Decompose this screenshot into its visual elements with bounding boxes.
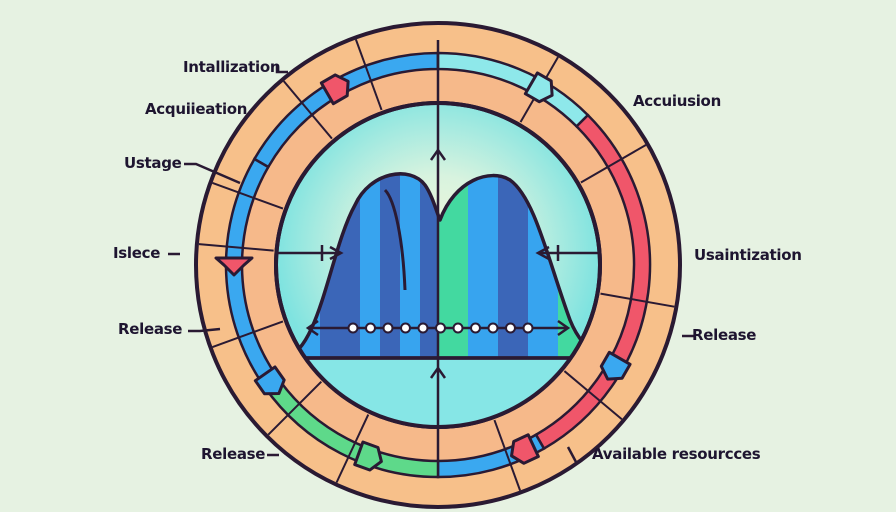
ring-tick: [282, 80, 333, 140]
red-chevron-marker-left: [214, 256, 254, 277]
label-intallization: Intallization: [183, 58, 281, 76]
inner-fold-line: [383, 188, 407, 291]
label-islece: Islece: [113, 244, 161, 262]
axis-dots: [347, 322, 534, 334]
curve-stripe: [360, 173, 380, 358]
ring-tick: [335, 414, 370, 483]
right-pointer-arrow: [535, 245, 550, 261]
ring-markers: [214, 71, 632, 472]
bimodal-curve-outline: [283, 172, 600, 360]
label-available-resources: Available resourcces: [592, 445, 761, 463]
label-release-left: Release: [118, 320, 183, 338]
vertical-axis-arrow-top: [429, 147, 447, 161]
label-usaintization: Usaintization: [694, 246, 802, 264]
horizontal-axis-arrow-left: [305, 319, 319, 337]
label-leaders: [168, 64, 694, 463]
curve-stripe: [400, 173, 420, 358]
axis-dot: [435, 322, 446, 334]
ring-band-blue-left: [224, 157, 280, 389]
axis-dot: [470, 322, 481, 334]
axis-dot: [347, 322, 359, 334]
axis-dot: [417, 322, 429, 334]
axis-dot: [505, 322, 516, 334]
axis-dot: [400, 322, 411, 334]
axis-dot: [365, 322, 376, 334]
ring-tick: [580, 144, 647, 184]
label-release-bottom-left: Release: [201, 445, 266, 463]
vertical-axis-arrow-bottom: [429, 365, 447, 379]
green-arrow-marker-bottom: [353, 440, 383, 472]
ring-tick: [198, 243, 274, 252]
leader-available: [566, 446, 578, 463]
blue-arrow-marker-bottom-left: [253, 365, 286, 396]
label-release-right: Release: [692, 326, 757, 344]
ring-tick: [267, 380, 323, 436]
red-arrow-marker-top-left: [319, 73, 350, 106]
ring-tick: [600, 292, 675, 308]
axis-dot: [522, 322, 534, 334]
ring-tick: [212, 320, 284, 349]
leader-release-left: [188, 327, 221, 333]
label-acquiieation: Acquiieation: [145, 100, 248, 118]
left-pointer-arrow: [329, 245, 344, 261]
ring-tick: [563, 370, 623, 421]
axis-dot: [382, 322, 394, 334]
label-ustage: Ustage: [124, 154, 182, 172]
label-accuiusion: Accuiusion: [633, 92, 721, 110]
axis-dot: [452, 322, 464, 334]
blue-arrow-marker-right: [599, 350, 632, 381]
ring-tick: [354, 39, 383, 111]
light-blue-arrow-marker-top-right: [523, 71, 554, 104]
horizontal-axis-arrow-right: [557, 319, 571, 337]
ring-tick: [493, 419, 522, 491]
axis-dot: [487, 322, 499, 334]
ring-tick: [212, 181, 284, 210]
leader-intallization: [275, 64, 288, 74]
leader-ustage: [184, 162, 241, 185]
curve-stripe: [380, 173, 400, 358]
red-arrow-marker-bottom-right: [510, 433, 540, 465]
curve-stripe: [420, 173, 440, 358]
